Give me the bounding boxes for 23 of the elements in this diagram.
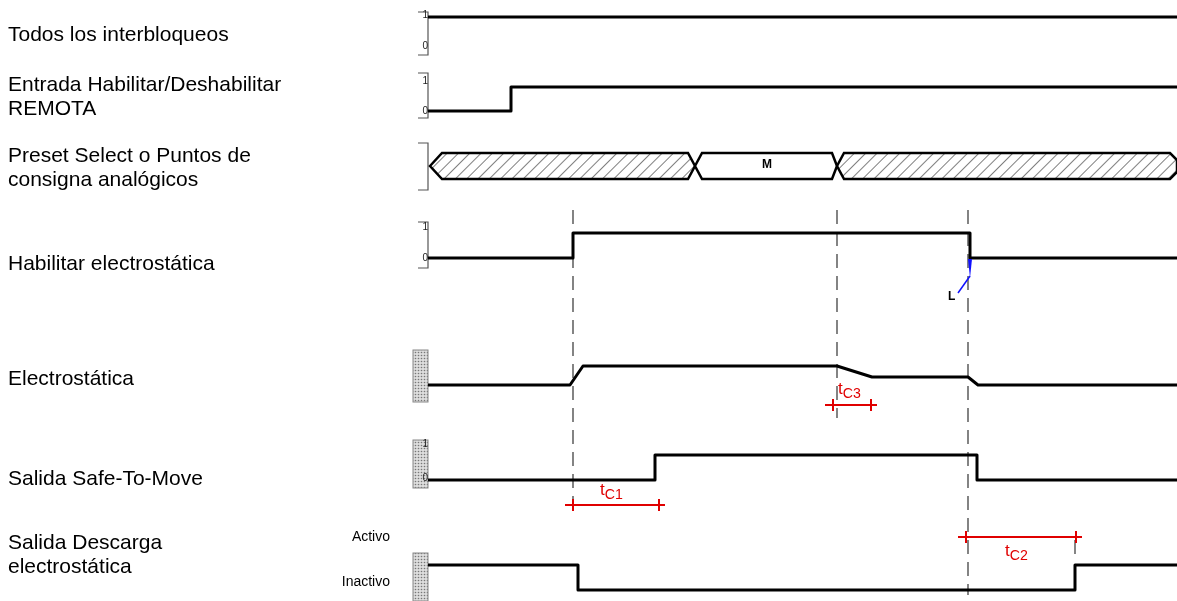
callout-letter: L	[948, 290, 956, 304]
tick-label: 0	[421, 105, 428, 117]
signal-name: Electrostática	[8, 366, 136, 391]
timing-label: t$_{C1}$	[600, 480, 624, 503]
tick-label: 1	[421, 9, 428, 21]
level-label: Activo	[350, 528, 390, 545]
level-label: Inactivo	[340, 573, 390, 590]
tick-label: 1	[421, 75, 428, 87]
signal-name: Preset Select o Puntos de consigna analógicos	[8, 143, 252, 192]
tick-label: 1	[421, 221, 428, 233]
signal-name: Entrada Habilitar/Deshabilitar REMOTA	[8, 72, 283, 121]
signal-name: Salida Safe-To-Move	[8, 466, 204, 491]
signal-name: Todos los interbloqueos	[8, 22, 230, 47]
signal-name: Salida Descarga electrostática	[8, 530, 164, 579]
tick-label: 1	[421, 438, 428, 450]
timing-label: t$_{C2}$	[1005, 541, 1029, 564]
signal-name: Habilitar electrostática	[8, 251, 216, 276]
tick-label: 0	[421, 472, 428, 484]
timing-label: t$_{C3}$	[838, 379, 862, 402]
tick-label: 0	[421, 252, 428, 264]
bus-value-label: M	[761, 158, 773, 172]
leader-line	[957, 275, 971, 294]
tick-label: 0	[421, 40, 428, 52]
